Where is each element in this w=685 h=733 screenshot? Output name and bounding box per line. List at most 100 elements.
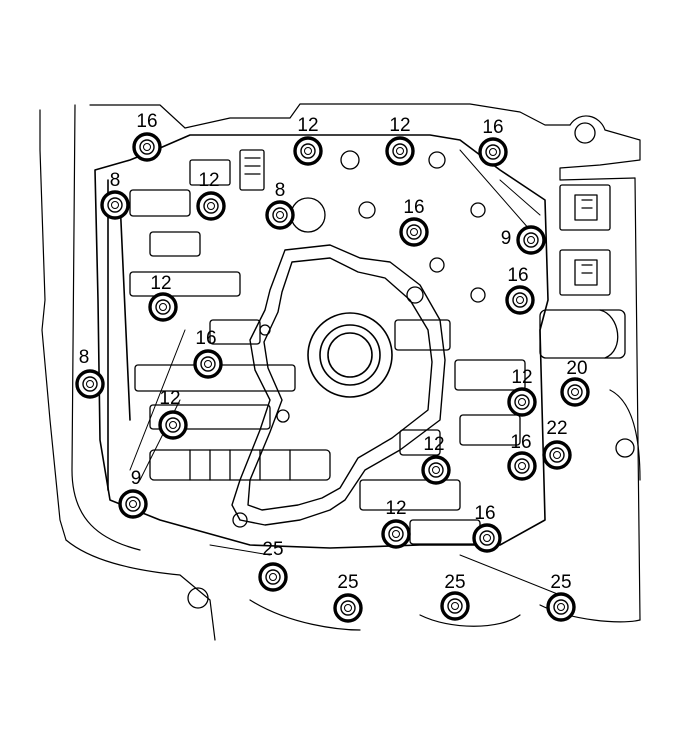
torque-label: 22 [546, 418, 567, 439]
torque-label: 8 [79, 347, 90, 368]
bolt-head-icon [421, 455, 451, 485]
bolt-head-icon [381, 519, 411, 549]
bolt-center-icon [410, 228, 418, 236]
bolt-socket-icon [479, 530, 495, 546]
bolt-head-icon [293, 136, 323, 166]
bolt-center-icon [483, 534, 491, 542]
bolt-center-icon [489, 148, 497, 156]
bolt-socket-icon [549, 447, 565, 463]
bolt: 16 [472, 503, 502, 553]
bolt-socket-icon [125, 496, 141, 512]
bolt-center-icon [432, 466, 440, 474]
pump-hub [307, 312, 393, 398]
torque-label: 12 [511, 367, 532, 388]
bolt: 25 [333, 572, 363, 623]
bolt-head-icon [265, 200, 295, 230]
torque-label: 8 [275, 180, 286, 201]
bolt-head-icon [505, 285, 535, 315]
plate-holes [187, 122, 635, 609]
bolt-head-icon [399, 217, 429, 247]
bolt-head-icon [132, 132, 162, 162]
bolt: 16 [193, 328, 223, 379]
bolt-head-icon [75, 369, 105, 399]
bolt-head-icon [516, 225, 546, 255]
bolt: 12 [381, 498, 411, 549]
bolt-center-icon [169, 421, 177, 429]
valve-body-plate [94, 134, 549, 549]
bolt-socket-icon [523, 232, 539, 248]
bolt-center-icon [516, 296, 524, 304]
torque-label: 16 [510, 432, 531, 453]
bolt-socket-icon [300, 143, 316, 159]
bolt-socket-icon [392, 143, 408, 159]
bolt-head-icon [507, 387, 537, 417]
bolt-center-icon [143, 143, 151, 151]
bolt-center-icon [571, 388, 579, 396]
bolt-center-icon [344, 604, 352, 612]
torque-label: 12 [385, 498, 406, 519]
torque-label: 25 [262, 539, 283, 560]
bolt-socket-icon [567, 384, 583, 400]
bolt-head-icon [100, 190, 130, 220]
bolt: 12 [293, 115, 323, 166]
torque-label: 25 [337, 572, 358, 593]
bolt-socket-icon [200, 356, 216, 372]
bolt-head-icon [478, 137, 508, 167]
bolt-center-icon [518, 398, 526, 406]
bolt-head-icon [507, 451, 537, 481]
torque-label: 16 [136, 111, 157, 132]
bolt: 9 [501, 225, 546, 255]
torque-label: 16 [195, 328, 216, 349]
bolt-socket-icon [139, 139, 155, 155]
bolt-head-icon [542, 440, 572, 470]
bolt: 16 [132, 111, 162, 162]
bolt-center-icon [204, 360, 212, 368]
bolt-center-icon [304, 147, 312, 155]
solenoid-connectors [559, 184, 611, 296]
bolt: 12 [385, 115, 415, 166]
bolt-head-icon [158, 410, 188, 440]
torque-label: 8 [110, 170, 121, 191]
torque-label: 16 [403, 197, 424, 218]
bolt-socket-icon [406, 224, 422, 240]
bolt: 25 [258, 539, 288, 592]
torque-label: 20 [566, 358, 587, 379]
bolt-center-icon [396, 147, 404, 155]
bolt-socket-icon [485, 144, 501, 160]
bolt-socket-icon [553, 599, 569, 615]
bolt: 8 [265, 180, 295, 230]
bolt-head-icon [472, 523, 502, 553]
bolt: 8 [100, 170, 130, 220]
case-outline [39, 103, 641, 641]
bolt-head-icon [333, 593, 363, 623]
bolt: 12 [158, 388, 188, 440]
bolt-socket-icon [265, 569, 281, 585]
bolt-center-icon [207, 202, 215, 210]
torque-label: 16 [474, 503, 495, 524]
bolt-socket-icon [165, 417, 181, 433]
bolt-center-icon [269, 573, 277, 581]
bolt-center-icon [129, 500, 137, 508]
bolt-head-icon [193, 349, 223, 379]
bolt-center-icon [159, 303, 167, 311]
torque-label: 16 [482, 117, 503, 138]
torque-label: 9 [131, 468, 142, 489]
bolt: 12 [507, 367, 537, 417]
bolt: 16 [478, 117, 508, 167]
torque-label: 25 [550, 572, 571, 593]
bolt: 20 [560, 358, 590, 407]
bolt: 12 [421, 434, 451, 485]
bolt-head-icon [440, 591, 470, 621]
torque-label: 12 [389, 115, 410, 136]
bolt-head-icon [148, 292, 178, 322]
torque-label: 25 [444, 572, 465, 593]
bolt-head-icon [385, 136, 415, 166]
bolt-center-icon [527, 236, 535, 244]
bolt-center-icon [111, 201, 119, 209]
bolt-head-icon [196, 191, 226, 221]
bolt-socket-icon [155, 299, 171, 315]
torque-label: 16 [507, 265, 528, 286]
bolt-socket-icon [203, 198, 219, 214]
